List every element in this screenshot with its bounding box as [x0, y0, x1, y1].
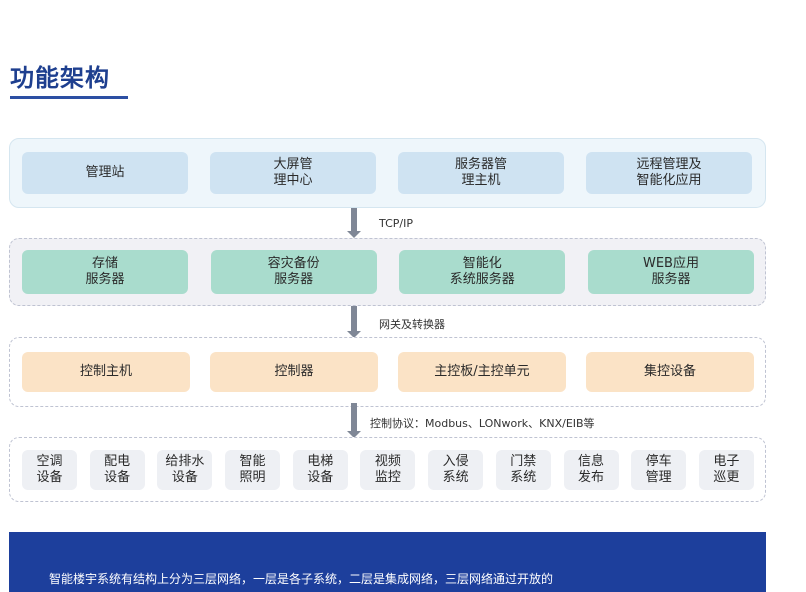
layer1-box: 大屏管 理中心: [210, 152, 376, 194]
layer2-box: 容灾备份 服务器: [210, 250, 377, 294]
layer1-box: 服务器管 理主机: [398, 152, 564, 194]
management-layer: 管理站 大屏管 理中心 服务器管 理主机 远程管理及 智能化应用: [9, 138, 766, 208]
subsystem-box: 入侵 系统: [428, 449, 484, 490]
subsystem-box: 电子 巡更: [698, 449, 754, 490]
subsystem-box: 停车 管理: [631, 449, 687, 490]
connector-arrow-head-3: [347, 431, 361, 438]
subsystem-box: 智能 照明: [225, 449, 281, 490]
layer2-box: WEB应用 服务器: [587, 250, 754, 294]
footer-text: 智能楼宇系统有结构上分为三层网络，一层是各子系统，二层是集成网络，三层网络通过开…: [49, 572, 554, 586]
layer3-box: 主控板/主控单元: [398, 352, 566, 392]
connector-arrow-3: [351, 403, 357, 433]
page-title: 功能架构: [10, 64, 110, 92]
connector-arrow-head-1: [347, 231, 361, 238]
subsystem-box: 电梯 设备: [292, 449, 348, 490]
layer3-box: 控制主机: [22, 352, 190, 392]
layer2-box: 存储 服务器: [22, 250, 188, 294]
layer1-box: 远程管理及 智能化应用: [586, 152, 752, 194]
subsystem-box: 配电 设备: [89, 449, 145, 490]
subsystem-box: 信息 发布: [563, 449, 619, 490]
server-layer: 存储 服务器 容灾备份 服务器 智能化 系统服务器 WEB应用 服务器: [9, 238, 766, 306]
layer3-box: 集控设备: [586, 352, 754, 392]
control-layer: 控制主机 控制器 主控板/主控单元 集控设备: [9, 337, 766, 407]
connector-arrow-head-2: [347, 331, 361, 338]
subsystem-box: 视频 监控: [360, 449, 416, 490]
subsystem-box: 空调 设备: [22, 449, 77, 490]
subsystem-box: 给排水 设备: [157, 449, 213, 490]
layer1-box: 管理站: [22, 152, 188, 194]
connector-label-1: TCP/IP: [379, 217, 413, 230]
subsystem-box: 门禁 系统: [495, 449, 551, 490]
connector-arrow-1: [351, 208, 357, 233]
layer2-box: 智能化 系统服务器: [399, 250, 566, 294]
footer-banner: 智能楼宇系统有结构上分为三层网络，一层是各子系统，二层是集成网络，三层网络通过开…: [9, 532, 766, 592]
layer3-box: 控制器: [210, 352, 378, 392]
connector-label-2: 网关及转换器: [379, 318, 445, 331]
title-underline: [10, 96, 128, 99]
subsystem-layer: 空调 设备 配电 设备 给排水 设备 智能 照明 电梯 设备 视频 监控 入侵 …: [9, 437, 766, 502]
connector-label-3: 控制协议：Modbus、LONwork、KNX/EIB等: [370, 417, 595, 430]
connector-arrow-2: [351, 306, 357, 333]
